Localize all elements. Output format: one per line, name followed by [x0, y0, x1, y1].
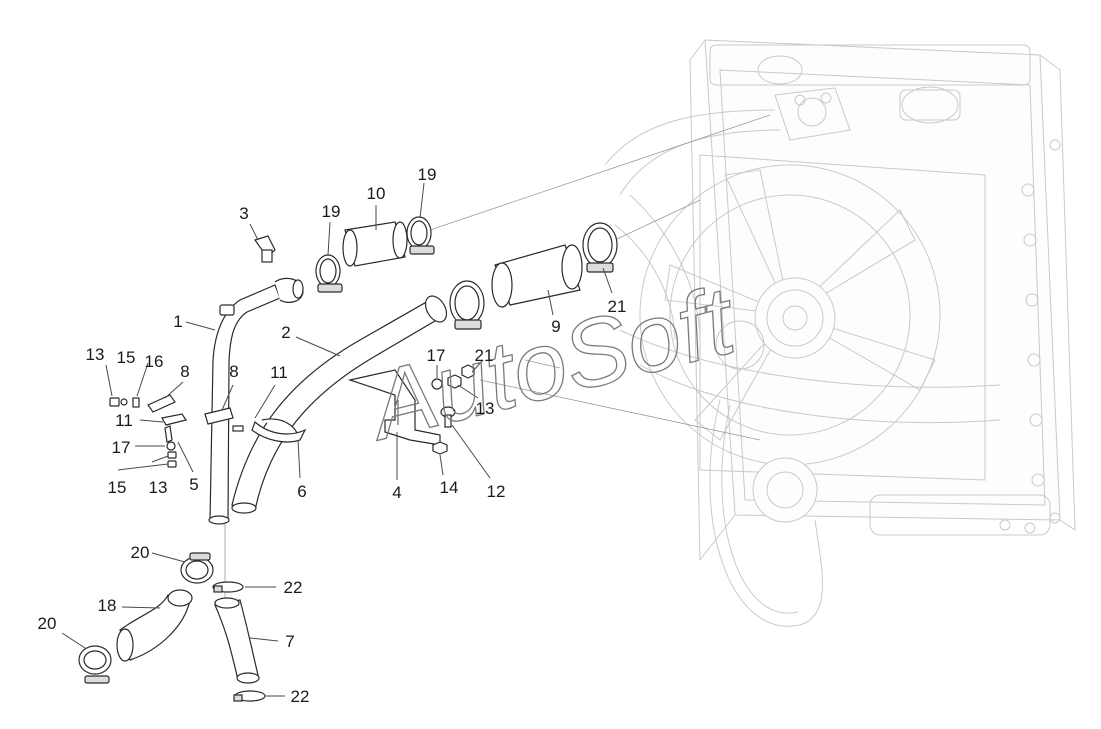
part-19-hose-clamp-left	[315, 254, 343, 293]
part-14-nut	[432, 441, 448, 455]
callout-19b: 19	[418, 165, 437, 184]
part-20-hose-clamp-lower	[78, 645, 112, 684]
callout-4: 4	[392, 483, 401, 502]
callout-15a: 15	[117, 348, 136, 367]
radiator-fan-assembly	[604, 39, 1076, 627]
callout-1: 1	[173, 312, 182, 331]
callout-7: 7	[285, 632, 294, 651]
callout-19a: 19	[322, 202, 341, 221]
callout-16: 16	[145, 352, 164, 371]
callout-21b: 21	[608, 297, 627, 316]
callout-17b: 17	[427, 346, 446, 365]
left-hardware	[109, 394, 244, 468]
callout-6: 6	[297, 482, 306, 501]
part-22-band-clamp-lower	[233, 690, 266, 702]
part-17-washer-right	[431, 378, 443, 390]
part-1-coolant-tube	[208, 277, 304, 525]
part-18-elbow-hose	[116, 589, 193, 662]
part-22-band-clamp-upper	[212, 581, 244, 593]
part-9-large-hose	[491, 244, 583, 308]
callout-labels: 1 2 3 4 5 6 7 8 8 9 10 11 11 12 13 13 13…	[38, 165, 627, 706]
callout-12: 12	[487, 482, 506, 501]
callout-10: 10	[367, 184, 386, 203]
part-7-curved-hose	[214, 597, 260, 684]
callout-3: 3	[239, 204, 248, 223]
part-12-bolt	[440, 406, 456, 428]
parts	[78, 216, 618, 702]
callout-11b: 11	[270, 363, 288, 382]
callout-15b: 15	[108, 478, 127, 497]
part-3-elbow-fitting	[254, 235, 276, 263]
part-21-hose-clamp-right	[582, 222, 618, 273]
callout-11a: 11	[115, 411, 133, 430]
callout-13b: 13	[149, 478, 168, 497]
leader-lines	[61, 182, 613, 697]
callout-13a: 13	[86, 345, 105, 364]
part-10-short-hose	[342, 221, 408, 267]
part-4-bracket	[347, 369, 441, 446]
part-19-hose-clamp-right	[406, 216, 435, 255]
callout-2: 2	[281, 323, 290, 342]
callout-8b: 8	[229, 362, 238, 381]
part-13-nut-right	[447, 374, 462, 389]
part-21-nut-right	[461, 364, 475, 379]
callout-13c: 13	[476, 399, 495, 418]
callout-8a: 8	[180, 362, 189, 381]
assembly-guide-lines	[224, 114, 771, 600]
part-6-clamp-strap	[251, 420, 307, 443]
callout-9: 9	[551, 317, 560, 336]
callout-21a: 21	[475, 346, 494, 365]
callout-18: 18	[98, 596, 117, 615]
callout-17a: 17	[112, 438, 131, 457]
part-20-hose-clamp-upper	[180, 552, 214, 584]
callout-22b: 22	[291, 687, 310, 706]
callout-20b: 20	[38, 614, 57, 633]
callout-14: 14	[440, 478, 459, 497]
callout-22a: 22	[284, 578, 303, 597]
callout-20a: 20	[131, 543, 150, 562]
callout-5: 5	[189, 475, 198, 494]
part-21-hose-clamp-left	[449, 280, 485, 330]
